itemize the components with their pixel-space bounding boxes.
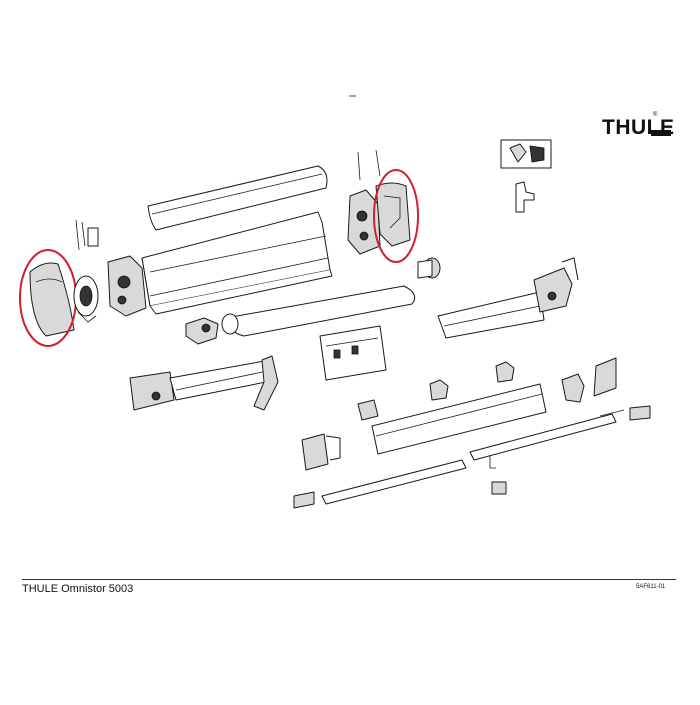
spring-pin-left — [75, 219, 99, 251]
left-winding-wheel — [73, 275, 99, 323]
mounting-bracket-part — [515, 181, 535, 213]
right-end-cap-part — [373, 169, 419, 263]
document-code: 5AF611-01 — [636, 584, 666, 590]
fabric-roller-part — [221, 285, 416, 337]
registered-mark: ® — [653, 112, 658, 118]
end-cover-small-right — [593, 357, 617, 397]
arm-clip-part-2 — [495, 361, 515, 383]
lead-bar-profile — [371, 383, 547, 455]
footer-divider — [22, 579, 676, 580]
arm-joint-right — [561, 373, 585, 403]
leg-foot-clip — [491, 481, 507, 495]
leg-bracket-left — [301, 433, 341, 471]
bracket-kit-part — [500, 139, 552, 169]
center-support-bracket — [319, 325, 387, 381]
cassette-profile — [141, 211, 333, 315]
highlight-right-end-cap — [373, 169, 419, 263]
right-gearbox-part — [347, 189, 381, 255]
front-cover-profile — [147, 165, 328, 231]
document-title: THULE Omnistor 5003 — [22, 583, 134, 595]
lead-bar-end-cap — [357, 399, 379, 421]
roller-coupling-left — [185, 317, 219, 345]
left-gearbox-part — [107, 255, 147, 317]
arm-clip-part — [429, 379, 449, 401]
support-leg-left — [293, 459, 467, 509]
left-end-cap-part — [19, 249, 77, 347]
support-leg-right — [469, 405, 651, 469]
spring-pin-right — [357, 149, 381, 181]
right-arm-upper — [437, 257, 579, 339]
brand-logo-badge — [651, 130, 671, 136]
roller-end-plug — [417, 257, 441, 279]
left-arm-lower — [129, 355, 279, 411]
